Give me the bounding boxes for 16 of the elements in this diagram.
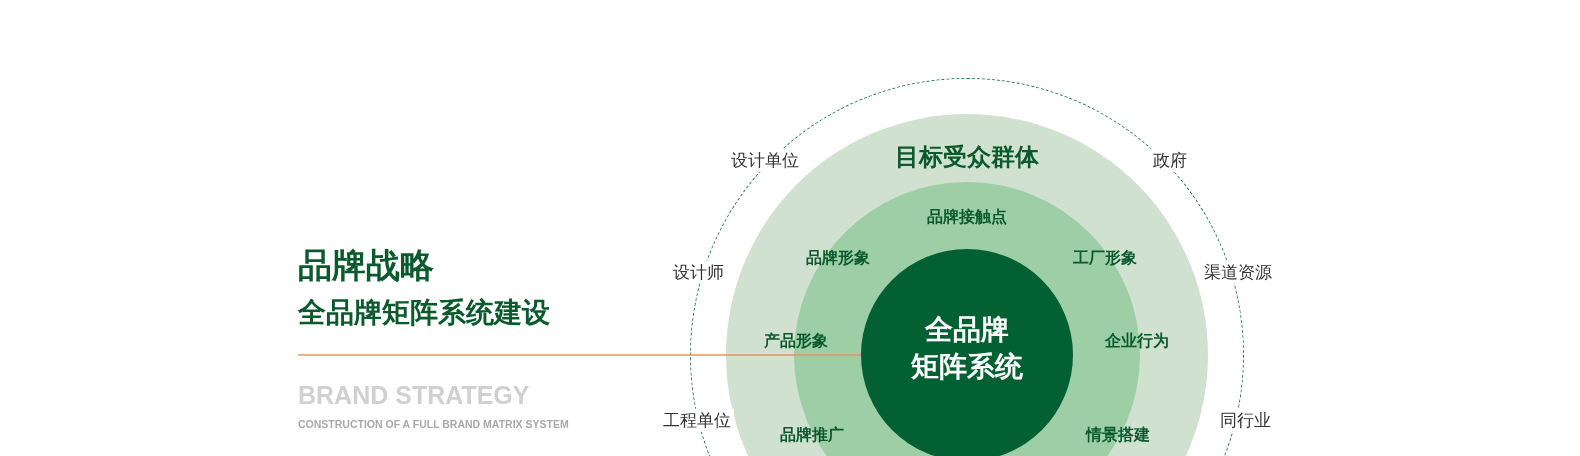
outer-label: 工程单位 bbox=[660, 408, 734, 432]
heading: 品牌战略 bbox=[298, 247, 434, 285]
ring-label: 品牌推广 bbox=[779, 427, 844, 444]
ring-label: 情景搭建 bbox=[1085, 427, 1150, 444]
ring-label: 品牌形象 bbox=[805, 250, 870, 267]
ring-label: 品牌接触点 bbox=[926, 209, 1007, 226]
outer-label: 渠道资源 bbox=[1201, 260, 1275, 284]
ring-title: 目标受众群体 bbox=[894, 143, 1039, 170]
english-subheading: CONSTRUCTION OF A FULL BRAND MATRIX SYSTEM bbox=[298, 419, 569, 431]
center-title: 全品牌矩阵系统 bbox=[910, 311, 1023, 386]
subheading: 全品牌矩阵系统建设 bbox=[298, 298, 550, 329]
outer-label: 设计单位 bbox=[728, 148, 802, 172]
ring-label: 产品形象 bbox=[763, 333, 828, 350]
outer-label: 政府 bbox=[1150, 148, 1190, 172]
ring-label: 工厂形象 bbox=[1072, 250, 1137, 267]
ring-label: 企业行为 bbox=[1104, 333, 1169, 350]
